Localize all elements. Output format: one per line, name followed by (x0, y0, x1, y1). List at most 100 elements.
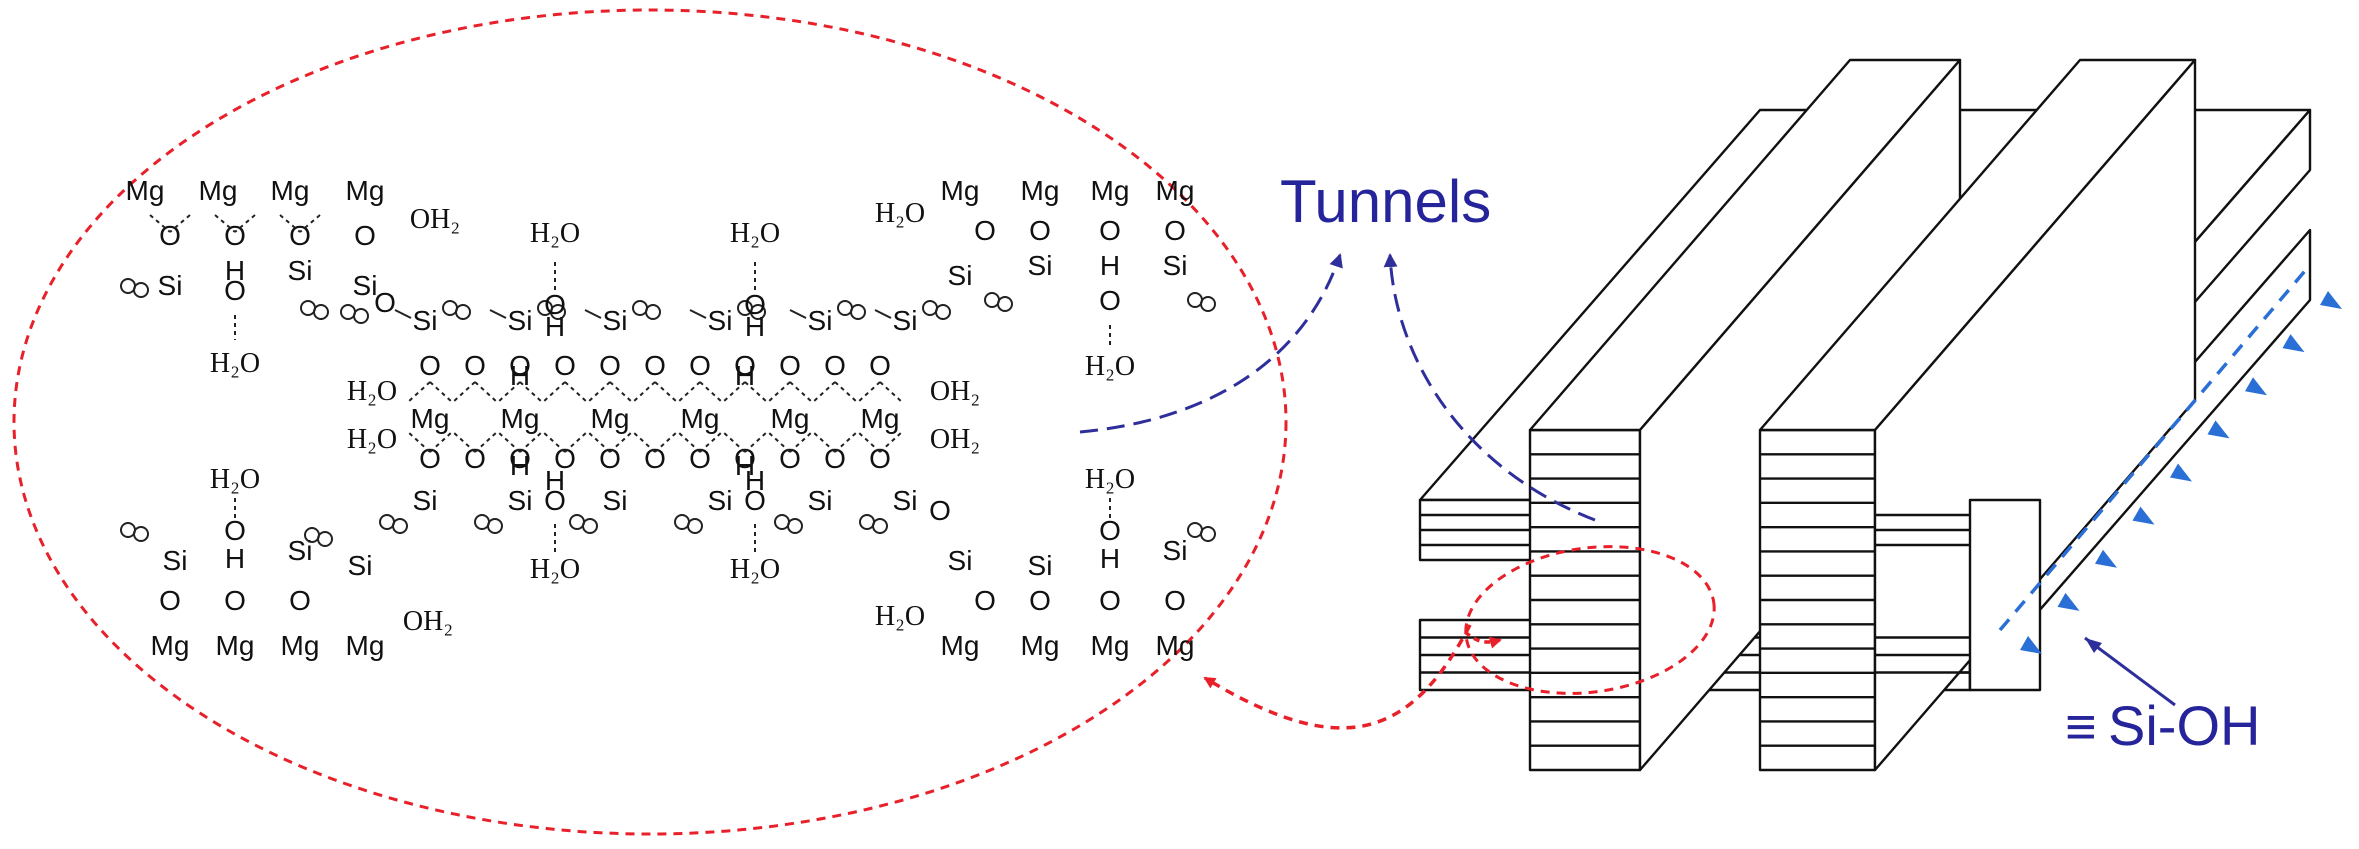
octahedral-bond (654, 431, 678, 453)
oxo-group (645, 304, 661, 320)
atom-si: Si (893, 305, 918, 336)
atom-h: H (1100, 543, 1120, 574)
atom-mg: Mg (941, 630, 980, 661)
silanol-tick (2245, 377, 2267, 396)
atom-si: Si (508, 305, 533, 336)
atom-mg: Mg (271, 175, 310, 206)
oxo-group (1187, 292, 1203, 308)
oxo-group (133, 282, 149, 298)
atom-mg: Mg (199, 175, 238, 206)
atom-o: O (689, 443, 711, 474)
atom-mg: Mg (281, 630, 320, 661)
oxo-group (455, 304, 471, 320)
atom-si: Si (1163, 535, 1188, 566)
atom-o: O (464, 350, 486, 381)
octahedral-bond (452, 381, 476, 403)
atom-o: O (644, 443, 666, 474)
octahedral-bond (542, 381, 566, 403)
octahedral-bond (564, 431, 588, 453)
atom-mg: Mg (216, 630, 255, 661)
silanol-tick (2020, 636, 2042, 654)
atom-o: O (974, 215, 996, 246)
octahedral-bond (519, 381, 543, 403)
water-molecule: H₂O (1085, 464, 1135, 495)
oxo-group (774, 514, 790, 530)
water-molecule: H₂O (875, 198, 925, 229)
bond (489, 309, 507, 319)
atom-o: O (644, 350, 666, 381)
atom-o: O (599, 350, 621, 381)
silanol-pointer (2084, 636, 2176, 707)
octahedral-bond (699, 431, 723, 453)
octahedral-bond (767, 431, 791, 453)
atom-o: O (824, 350, 846, 381)
octahedral-bond (879, 381, 903, 403)
atom-si: Si (413, 485, 438, 516)
atom-o: O (689, 350, 711, 381)
oxo-group (787, 518, 803, 534)
atom-o: O (419, 443, 441, 474)
oxo-group (850, 304, 866, 320)
octahedral-bond (834, 381, 858, 403)
octahedral-bond (879, 431, 903, 453)
octahedral-bond (812, 431, 836, 453)
atom-o: O (374, 287, 396, 318)
oxo-group (353, 308, 369, 324)
silanol-edge (1998, 263, 2312, 632)
atom-mg: Mg (346, 175, 385, 206)
octahedral-bond (789, 431, 813, 453)
atom-o: O (224, 275, 246, 306)
oxo-group (442, 300, 458, 316)
oxo-group (317, 531, 333, 547)
atom-si: Si (708, 305, 733, 336)
atom-mg: Mg (681, 403, 720, 434)
oxo-group (120, 278, 136, 294)
octahedral-bond (587, 381, 611, 403)
atom-o: O (159, 220, 181, 251)
atom-o: O (224, 220, 246, 251)
octahedral-bond (744, 381, 768, 403)
atom-si: Si (288, 535, 313, 566)
atom-o: O (464, 443, 486, 474)
atom-o: O (354, 220, 376, 251)
atom-mg: Mg (346, 630, 385, 661)
tunnel-highlight-ellipse (1464, 545, 1716, 695)
atom-h: H (1100, 250, 1120, 281)
atom-o: O (1099, 515, 1121, 546)
atom-si: Si (948, 545, 973, 576)
silanol-tick (2132, 506, 2155, 525)
water-molecule: H₂O (347, 424, 397, 455)
atom-si: Si (163, 545, 188, 576)
octahedral-bond (744, 431, 768, 453)
atom-o: O (554, 350, 576, 381)
water-molecule: OH₂ (930, 424, 980, 455)
atom-o: O (929, 495, 951, 526)
atom-mg: Mg (1156, 175, 1195, 206)
octahedral-bond (609, 431, 633, 453)
atom-o: O (974, 585, 996, 616)
atom-si: Si (808, 485, 833, 516)
atom-si: Si (353, 270, 378, 301)
oxo-group (837, 300, 853, 316)
zoom-ellipse (12, 8, 1288, 836)
oxo-group (872, 518, 888, 534)
oxo-group (997, 296, 1013, 312)
water-molecule: H₂O (1085, 351, 1135, 382)
tunnel-arrow-1 (1079, 253, 1343, 434)
atom-o: O (824, 443, 846, 474)
octahedral-bond (407, 431, 431, 453)
octahedral-bond (429, 381, 453, 403)
octahedral-bond (497, 431, 521, 453)
atom-o: O (1029, 215, 1051, 246)
water-molecule: H₂O (730, 218, 780, 249)
silanol-prefix: ≡ (2065, 697, 2097, 757)
octahedral-bond (474, 431, 498, 453)
atom-h: H (735, 360, 755, 391)
octahedral-bond (767, 381, 791, 403)
atom-mg: Mg (1091, 630, 1130, 661)
end-face (1968, 498, 2042, 692)
octahedral-bond (542, 431, 566, 453)
octahedral-bond (834, 431, 858, 453)
silanol-pointer-head (2085, 638, 2102, 653)
